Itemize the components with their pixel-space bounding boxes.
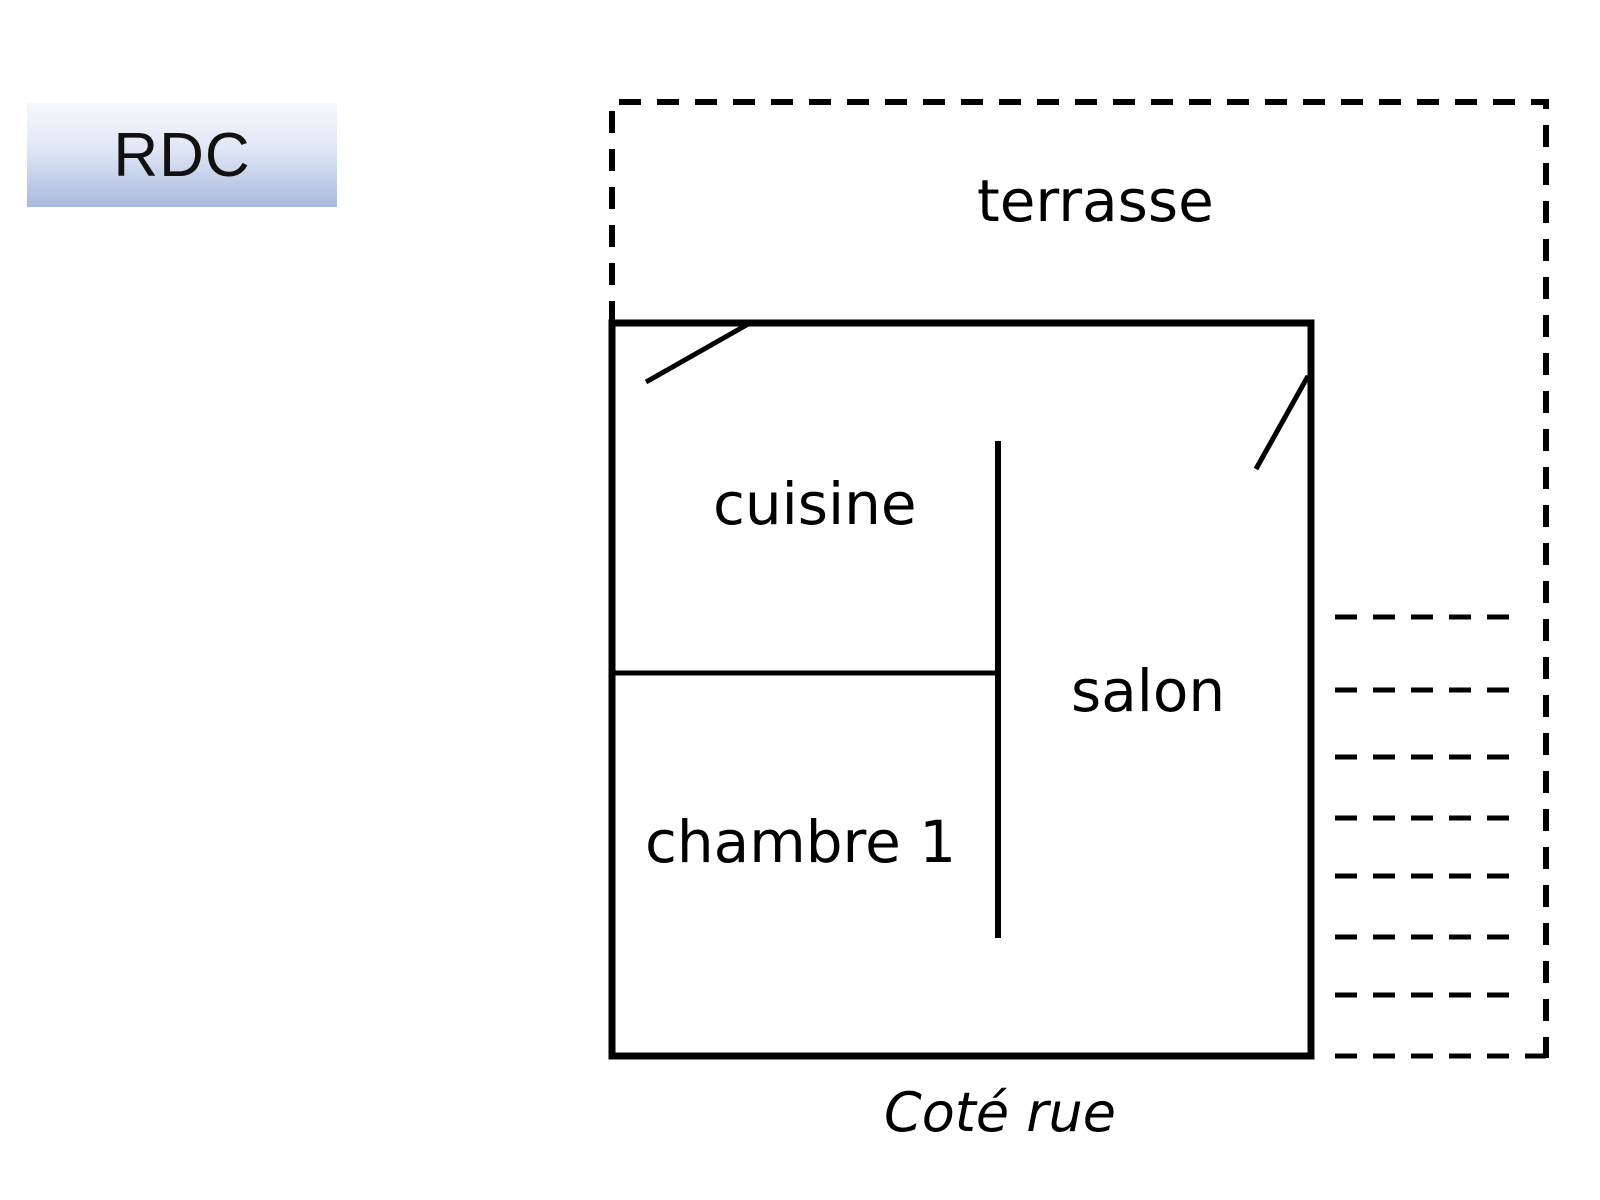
house-walls: [608, 319, 1315, 1060]
terrace-outline: [609, 99, 1549, 1058]
street-label: Coté rue: [884, 1081, 1116, 1144]
door-salon: [1253, 374, 1311, 471]
room-label-salon: salon: [1071, 657, 1226, 725]
floor-label: RDC: [113, 120, 251, 190]
door-kitchen: [644, 320, 752, 385]
room-label-terrasse: terrasse: [977, 167, 1214, 235]
room-label-chambre: chambre 1: [645, 808, 957, 876]
stairs: [1335, 614, 1546, 1059]
floor-badge: RDC: [27, 103, 337, 207]
room-label-cuisine: cuisine: [713, 470, 917, 538]
